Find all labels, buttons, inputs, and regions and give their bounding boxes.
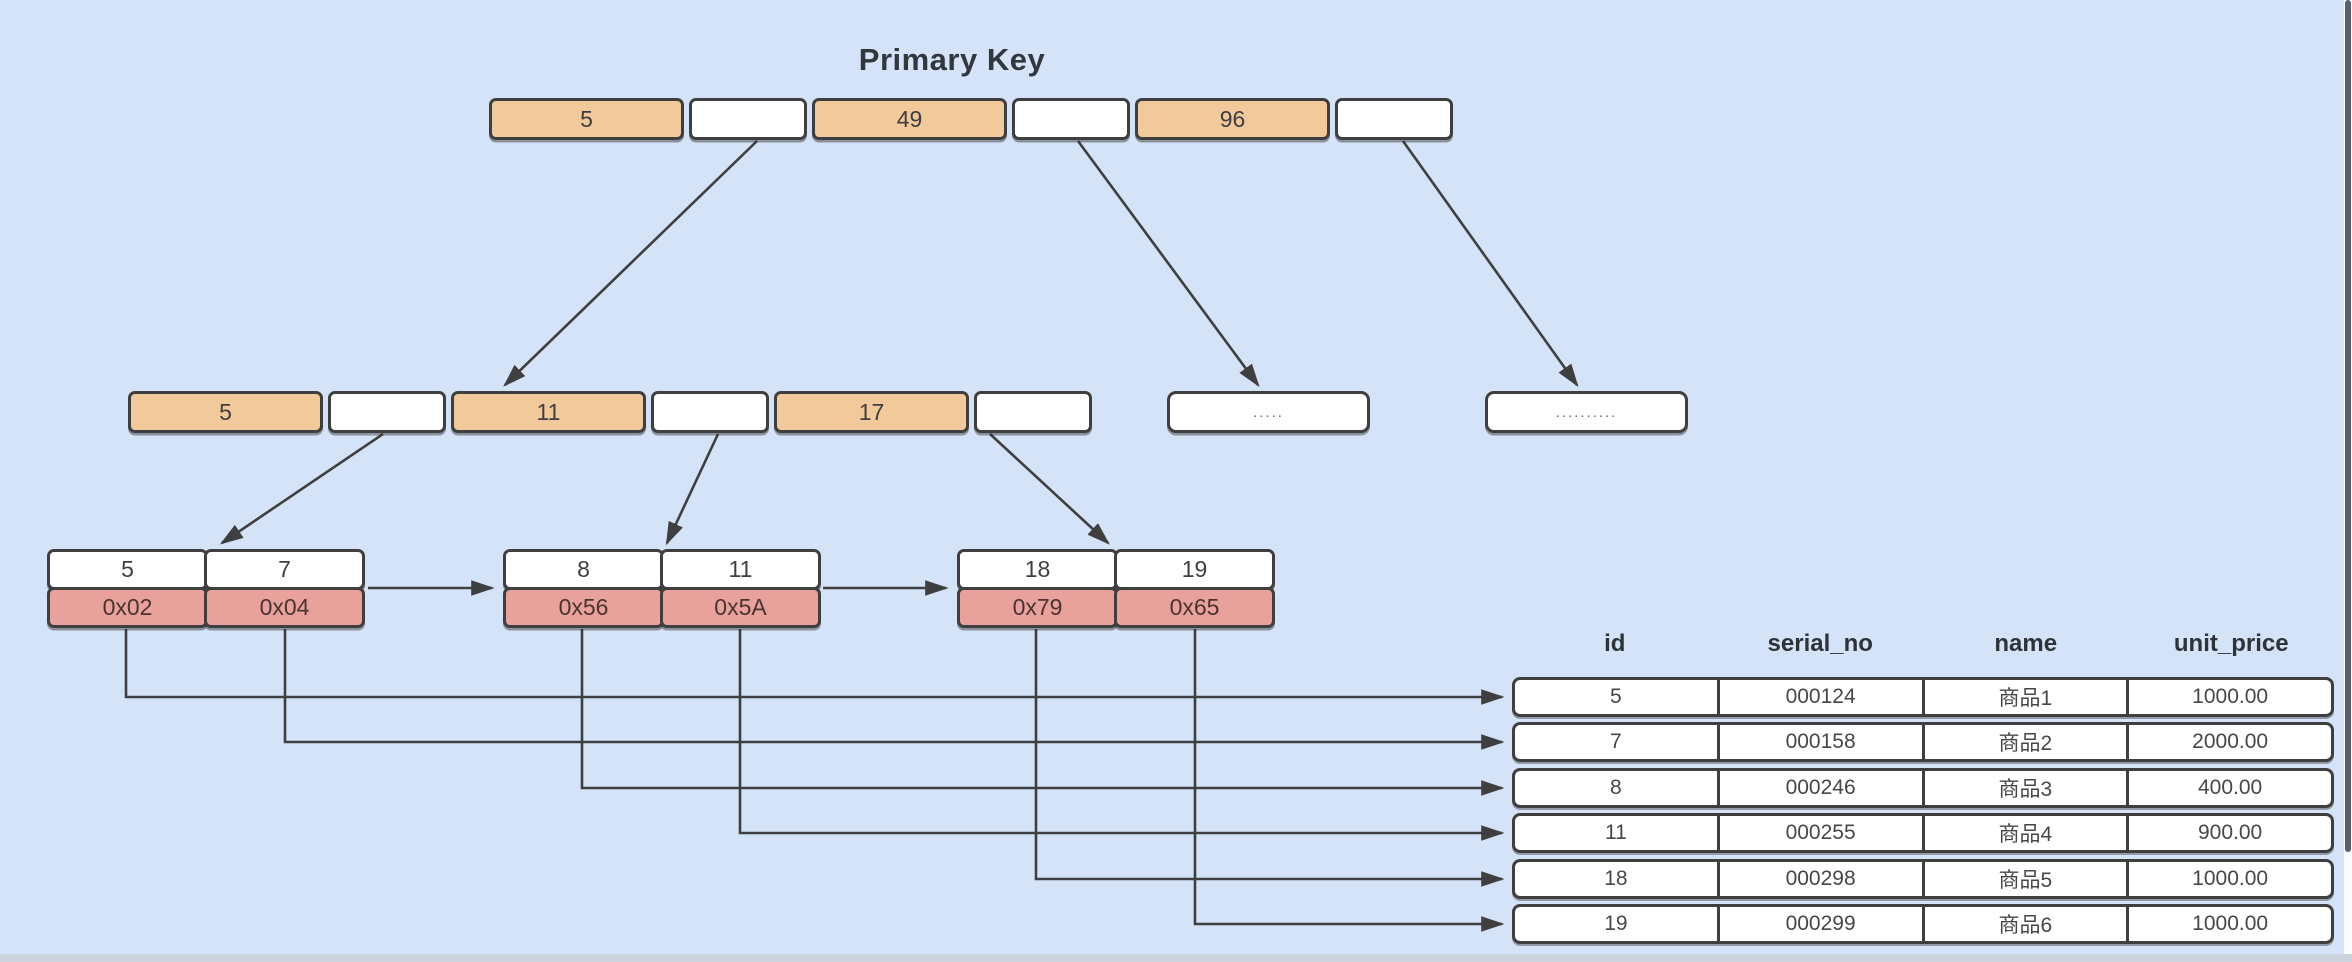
table-cell-name: 商品1 xyxy=(1921,680,2127,714)
arrow-root-to-ellipsis-1 xyxy=(1076,140,1260,388)
scrollbar-thumb[interactable] xyxy=(2345,0,2351,852)
table-cell-unit-price: 400.00 xyxy=(2126,771,2331,805)
table-cell-id: 18 xyxy=(1604,867,1628,890)
arrow-root-to-internal xyxy=(503,140,758,387)
internal-key-cell: 17 xyxy=(774,391,969,433)
table-row: 18 000298 商品5 1000.00 xyxy=(1512,859,2334,899)
arrow-0x5A-to-row-11 xyxy=(738,629,1505,841)
leaf-pointer-cell: 0x56 xyxy=(503,587,664,628)
leaf-pointer-cell: 0x02 xyxy=(47,587,208,628)
arrow-internal-to-leaf-3 xyxy=(989,433,1110,545)
table-cell-name: 商品4 xyxy=(1921,816,2127,850)
table-header-id: id xyxy=(1604,630,1626,657)
leaf-pointer-cell: 0x65 xyxy=(1114,587,1275,628)
arrow-internal-to-leaf-1 xyxy=(219,432,384,545)
internal-pointer-cell xyxy=(328,391,446,433)
internal-key-cell: 5 xyxy=(128,391,323,433)
leaf-node-2: 8 11 0x56 0x5A xyxy=(503,549,821,628)
ellipsis-node-2: .......... xyxy=(1485,391,1688,433)
leaf-key-cell: 18 xyxy=(957,549,1118,590)
arrow-0x65-to-row-19 xyxy=(1193,629,1505,932)
table-row: 11 000255 商品4 900.00 xyxy=(1512,813,2334,853)
leaf-node-3: 18 19 0x79 0x65 xyxy=(957,549,1275,628)
arrow-0x02-to-row-5 xyxy=(124,629,1505,705)
root-pointer-cell xyxy=(1012,98,1130,140)
table-cell-serial-no: 000299 xyxy=(1716,907,1922,941)
table-cell-id: 19 xyxy=(1604,912,1628,935)
leaf-key-cell: 8 xyxy=(503,549,664,590)
table-cell-id: 7 xyxy=(1610,730,1622,753)
table-cell-name: 商品5 xyxy=(1921,862,2127,896)
root-pointer-cell xyxy=(689,98,807,140)
internal-key-cell: 11 xyxy=(451,391,646,433)
leaf-key-cell: 11 xyxy=(660,549,821,590)
internal-node: 5 11 17 xyxy=(128,391,1092,433)
table-header-name: name xyxy=(1994,630,2058,657)
table-cell-unit-price: 1000.00 xyxy=(2126,862,2331,896)
vertical-scrollbar[interactable] xyxy=(2344,0,2352,954)
root-key-cell: 96 xyxy=(1135,98,1330,140)
leaf-pointer-cell: 0x5A xyxy=(660,587,821,628)
arrow-root-to-ellipsis-2 xyxy=(1401,140,1579,388)
arrow-0x04-to-row-7 xyxy=(283,629,1505,750)
table-cell-unit-price: 900.00 xyxy=(2126,816,2331,850)
table-cell-serial-no: 000158 xyxy=(1716,725,1922,759)
leaf-pointer-cell: 0x79 xyxy=(957,587,1118,628)
table-cell-name: 商品2 xyxy=(1921,725,2127,759)
leaf-pointer-cell: 0x04 xyxy=(204,587,365,628)
ellipsis-node-1: ..... xyxy=(1167,391,1370,433)
table-row: 8 000246 商品3 400.00 xyxy=(1512,768,2334,808)
table-cell-unit-price: 2000.00 xyxy=(2126,725,2331,759)
table-cell-id: 11 xyxy=(1604,821,1627,844)
table-header-row: id serial_no name unit_price xyxy=(1512,630,2334,658)
table-cell-serial-no: 000124 xyxy=(1716,680,1922,714)
leaf-key-cell: 7 xyxy=(204,549,365,590)
leaf-node-1: 5 7 0x02 0x04 xyxy=(47,549,365,628)
table-cell-serial-no: 000246 xyxy=(1716,771,1922,805)
table-row: 7 000158 商品2 2000.00 xyxy=(1512,722,2334,762)
table-cell-unit-price: 1000.00 xyxy=(2126,907,2331,941)
root-key-cell: 49 xyxy=(812,98,1007,140)
table-row: 19 000299 商品6 1000.00 xyxy=(1512,904,2334,944)
root-key-cell: 5 xyxy=(489,98,684,140)
table-cell-serial-no: 000255 xyxy=(1716,816,1922,850)
internal-pointer-cell xyxy=(651,391,769,433)
table-header-unit-price: unit_price xyxy=(2173,630,2289,657)
root-node: 5 49 96 xyxy=(489,98,1453,140)
internal-pointer-cell xyxy=(974,391,1092,433)
leaf-key-cell: 19 xyxy=(1114,549,1275,590)
arrow-0x79-to-row-18 xyxy=(1034,629,1505,887)
table-row: 5 000124 商品1 1000.00 xyxy=(1512,677,2334,717)
table-cell-id: 8 xyxy=(1610,776,1622,799)
table-cell-serial-no: 000298 xyxy=(1716,862,1922,896)
table-cell-unit-price: 1000.00 xyxy=(2126,680,2331,714)
diagram-title: Primary Key xyxy=(858,42,1046,77)
table-header-serial-no: serial_no xyxy=(1767,630,1873,657)
table-cell-id: 5 xyxy=(1610,685,1622,708)
arrow-0x56-to-row-8 xyxy=(580,629,1505,796)
table-cell-name: 商品6 xyxy=(1921,907,2127,941)
arrow-internal-to-leaf-2 xyxy=(665,433,720,546)
leaf-key-cell: 5 xyxy=(47,549,208,590)
root-pointer-cell xyxy=(1335,98,1453,140)
table-cell-name: 商品3 xyxy=(1921,771,2127,805)
bottom-edge-divider xyxy=(0,954,2352,962)
